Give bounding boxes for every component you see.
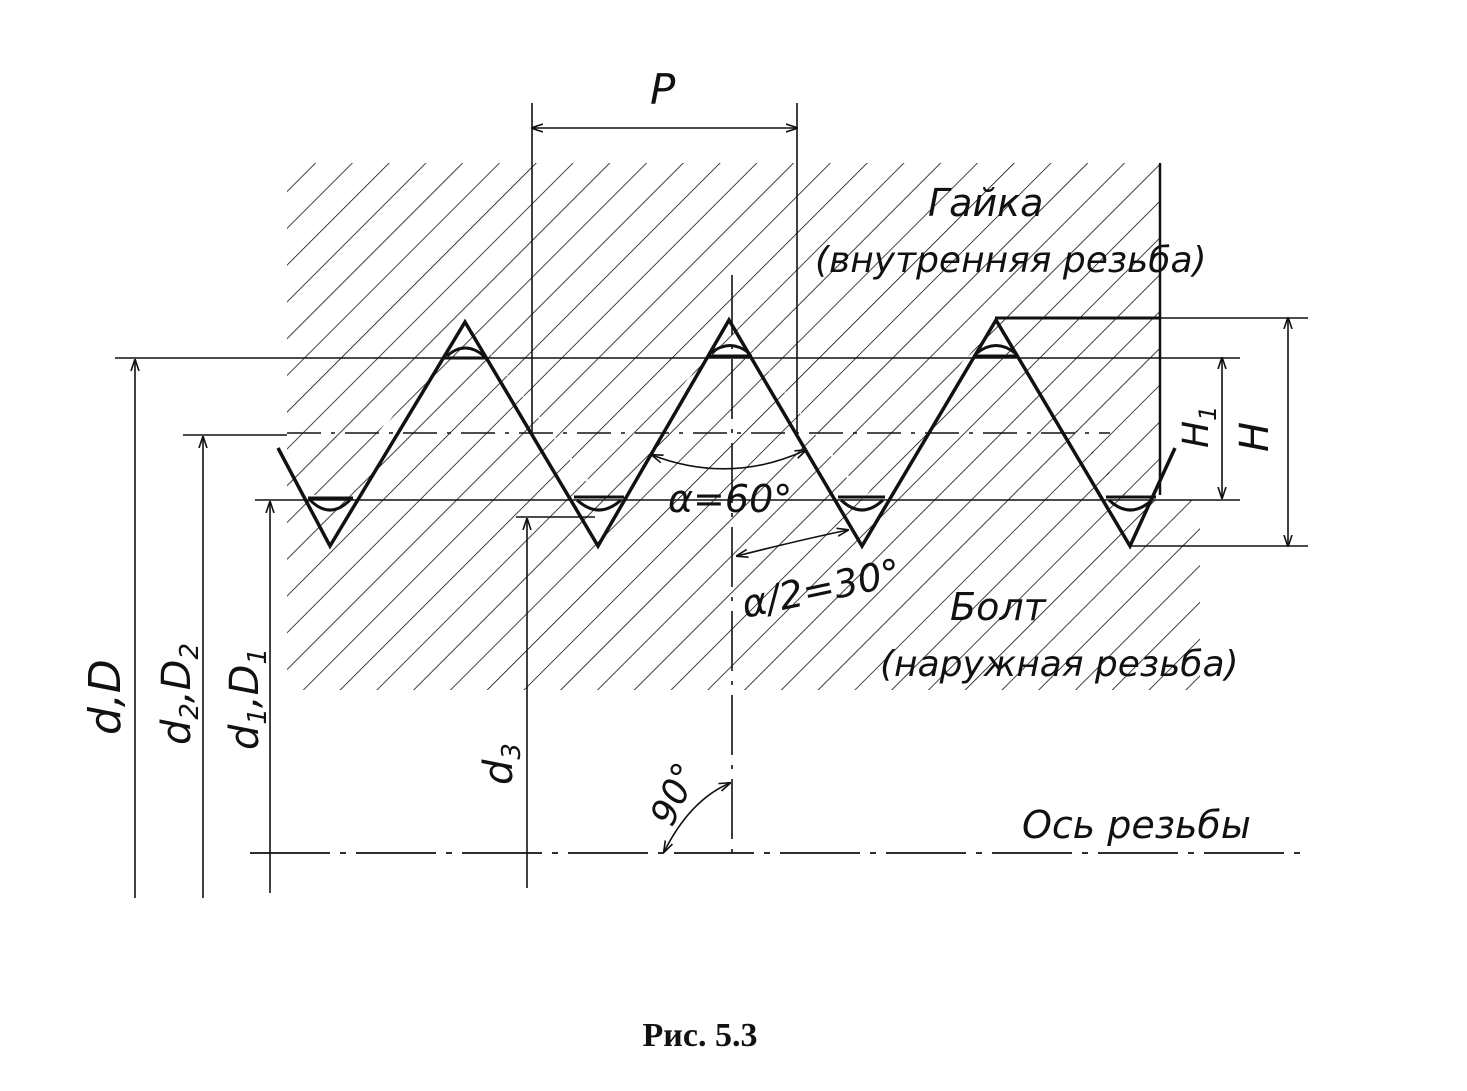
- pitch-dia-label-D: D: [154, 660, 200, 691]
- minor-dia-label-d: d: [222, 724, 268, 750]
- right-angle-arc: [664, 783, 730, 852]
- bolt-title: Болт: [950, 585, 1048, 629]
- root-dia-label-d: d: [476, 759, 522, 785]
- svg-text:d2,D2: d2,D2: [154, 643, 205, 745]
- minor-dia-label-D: D: [222, 665, 268, 696]
- svg-text:d1,D1: d1,D1: [222, 648, 273, 750]
- pitch-dia-label-d: d: [154, 719, 200, 745]
- alpha-angle-label: α=60°: [668, 477, 792, 521]
- h1-label: H: [1176, 421, 1217, 448]
- svg-text:d,D: d,D: [80, 659, 131, 735]
- major-dia-label-D: D: [80, 659, 131, 693]
- height-dimensions: [1222, 318, 1288, 546]
- bolt-section: [287, 320, 1200, 690]
- pitch-dimension: [532, 103, 797, 433]
- nut-subtitle: (внутренняя резьба): [815, 240, 1207, 281]
- axis-label: Ось резьбы: [1022, 803, 1251, 847]
- svg-text:H1: H1: [1176, 406, 1222, 448]
- h1-subscript: 1: [1194, 406, 1222, 421]
- bolt-subtitle: (наружная резьба): [880, 644, 1239, 685]
- diameter-dimensions: [135, 360, 527, 898]
- figure-caption: Рис. 5.3: [643, 1017, 758, 1054]
- h-label: H: [1232, 422, 1278, 452]
- thread-profile-line: [276, 316, 1177, 550]
- half-angle-arc: [737, 530, 848, 556]
- alpha-angle-arc: [652, 450, 806, 470]
- svg-text:d3: d3: [476, 743, 527, 785]
- major-dia-label-d: d: [80, 706, 131, 735]
- nut-title: Гайка: [928, 181, 1043, 225]
- extension-lines: [115, 317, 1308, 547]
- pitch-label: P: [650, 65, 676, 114]
- crest-flats: [308, 344, 1156, 512]
- right-angle-label: 90°: [643, 757, 707, 832]
